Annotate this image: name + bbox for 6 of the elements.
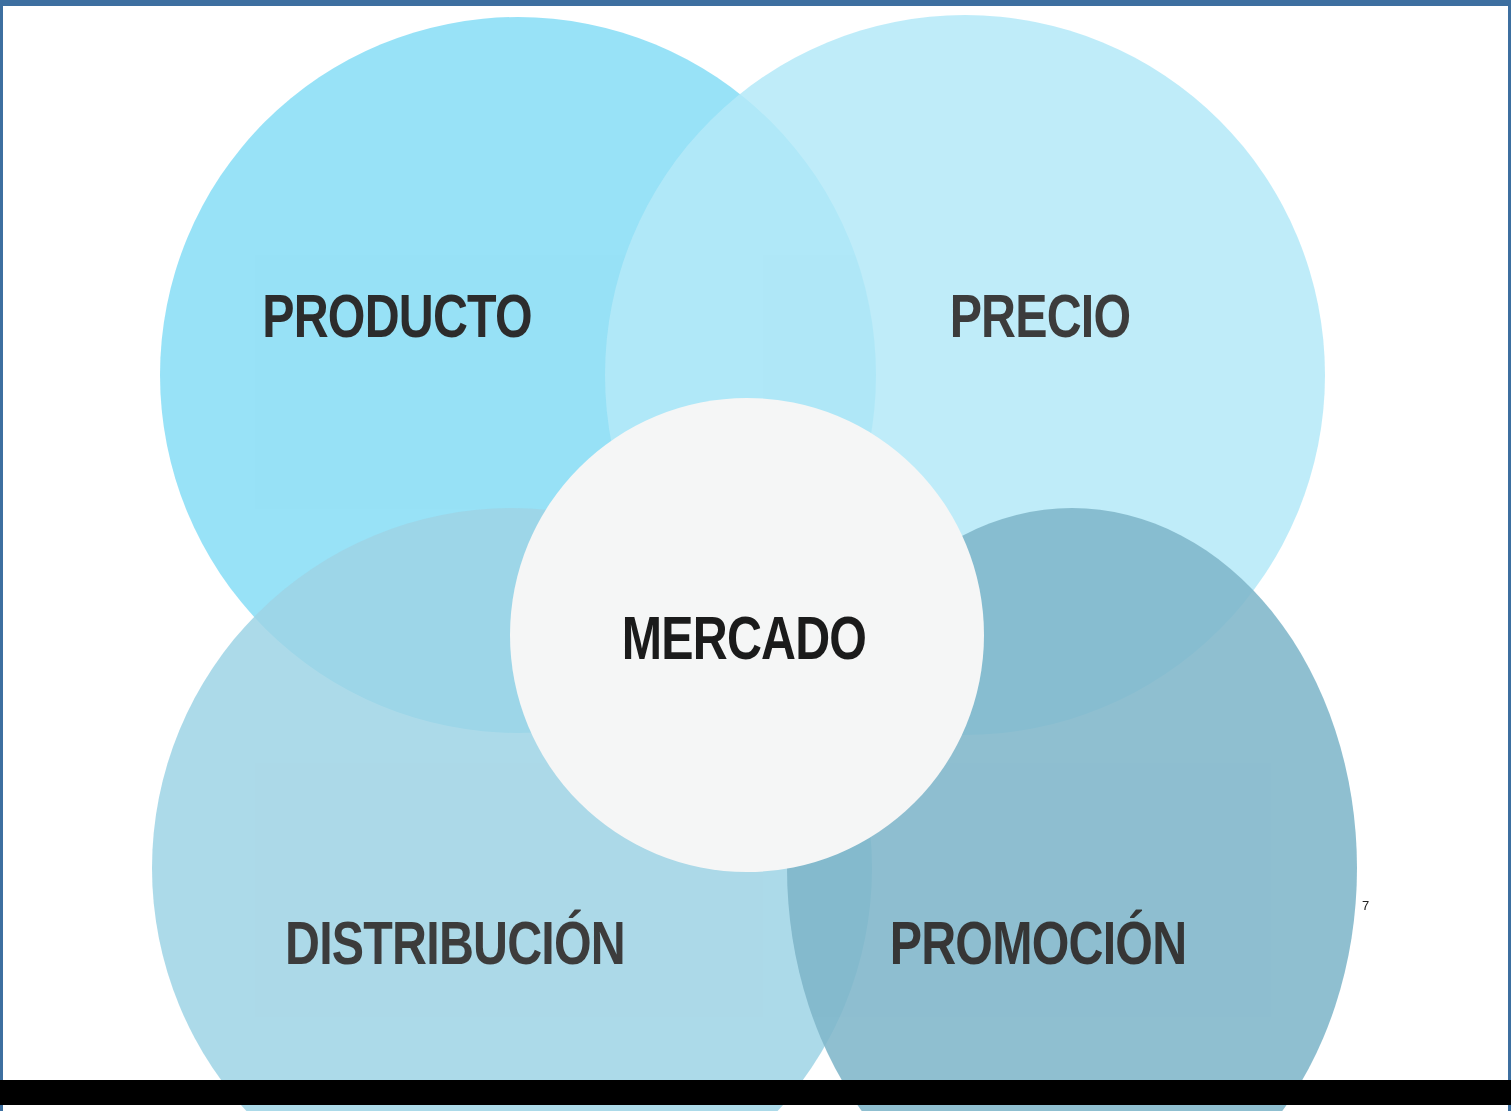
page-number: 7 [1362, 898, 1370, 913]
circle-label: PRECIO [949, 279, 1131, 351]
circle-label: MERCADO [621, 601, 867, 673]
circle-label: PROMOCIÓN [889, 906, 1187, 978]
circle-label: PRODUCTO [262, 279, 532, 351]
circle-label: DISTRIBUCIÓN [285, 906, 625, 978]
